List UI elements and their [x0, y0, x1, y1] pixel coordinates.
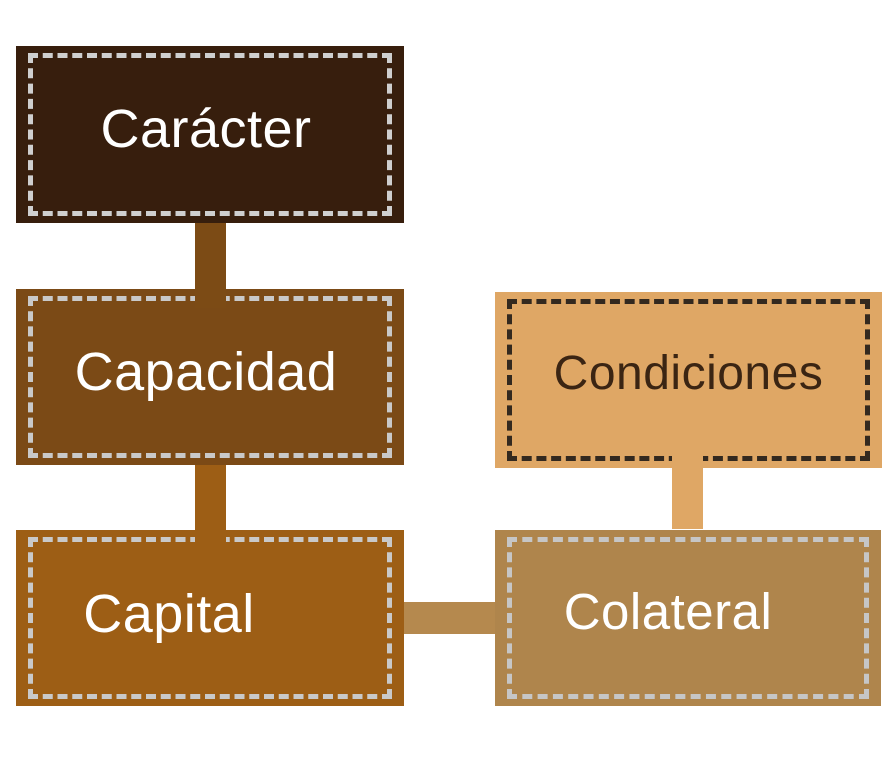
box-caracter: Carácter	[16, 46, 404, 223]
box-capacidad-label: Capacidad	[74, 342, 338, 402]
connector-capital-colateral	[404, 602, 495, 634]
box-colateral: Colateral	[495, 530, 881, 706]
connector-caracter-capacidad	[195, 223, 226, 308]
box-caracter-label: Carácter	[100, 98, 312, 159]
box-condiciones: Condiciones	[495, 292, 882, 468]
box-capital: Capital	[16, 530, 404, 706]
box-capital-label: Capital	[83, 584, 255, 644]
box-condiciones-label: Condiciones	[553, 346, 824, 400]
box-colateral-label: Colateral	[563, 582, 773, 640]
connector-capacidad-capital	[195, 465, 226, 546]
box-capacidad: Capacidad	[16, 289, 404, 465]
connector-condiciones-colateral	[672, 448, 703, 529]
